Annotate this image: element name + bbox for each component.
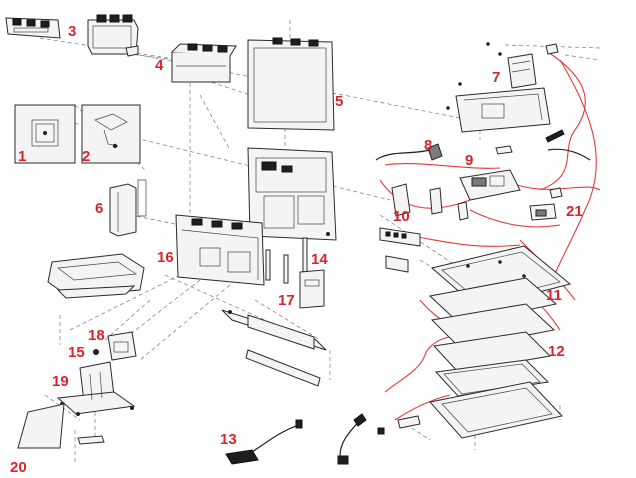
callout-5: 5 [335, 93, 343, 110]
part-17-cover-plate [299, 269, 325, 309]
part-9-mainboard [459, 145, 521, 201]
part-18-stand-plate [107, 331, 137, 361]
callout-16: 16 [157, 249, 174, 266]
small-io-board [377, 415, 421, 435]
part-1-bracket-box [14, 104, 76, 164]
io-shield-plates [379, 227, 421, 273]
callout-11: 11 [546, 287, 562, 304]
rear-chassis [247, 147, 337, 241]
callout-21: 21 [566, 203, 583, 220]
stand-top-cover [47, 253, 145, 299]
callout-17: 17 [278, 292, 295, 309]
callout-12: 12 [548, 343, 565, 360]
part-7-drive-bracket [446, 42, 559, 133]
callout-10: 10 [393, 208, 410, 225]
callout-18: 18 [88, 327, 105, 344]
part-3-customer-display [87, 14, 139, 57]
callout-4: 4 [155, 57, 164, 74]
bottom-cover [245, 349, 321, 387]
base-tray [221, 309, 327, 351]
part-12-lcd-panel-stack [428, 277, 558, 397]
power-cord [337, 413, 367, 465]
stand-foot-bracket [77, 435, 105, 445]
part-6-side-bracket [109, 179, 147, 237]
part-20-base-cover [17, 403, 65, 449]
callout-2: 2 [82, 148, 90, 165]
callout-1: 1 [18, 148, 26, 165]
part-8-memory-module [427, 143, 443, 161]
callout-7: 7 [492, 69, 500, 86]
callout-9: 9 [465, 152, 473, 169]
callout-3: 3 [68, 23, 76, 40]
callout-8: 8 [424, 137, 432, 154]
part-13-power-adapter [225, 419, 303, 465]
part-2-hardware-box [81, 104, 141, 164]
part-21-sub-board [529, 187, 563, 221]
part-10-bracket-set [391, 183, 469, 221]
top-left-rear-bar [5, 17, 61, 39]
part-5-front-bezel [247, 37, 335, 131]
part-14-rod [302, 237, 308, 273]
housing-side-rails [265, 249, 289, 284]
front-frame [429, 381, 563, 439]
part-16-main-housing [175, 214, 265, 286]
part-19-stand-frame [56, 361, 136, 416]
part-15-screw [93, 349, 99, 355]
callout-15: 15 [68, 344, 85, 361]
callout-20: 20 [10, 459, 27, 476]
callout-13: 13 [220, 431, 237, 448]
callout-14: 14 [311, 251, 328, 268]
part-4-card-reader-module [171, 43, 237, 83]
callout-19: 19 [52, 373, 69, 390]
callout-6: 6 [95, 200, 103, 217]
callout-labels: 1 2 3 4 5 6 7 8 9 10 11 12 13 14 15 16 1… [10, 23, 583, 476]
signal-cables [375, 129, 591, 161]
